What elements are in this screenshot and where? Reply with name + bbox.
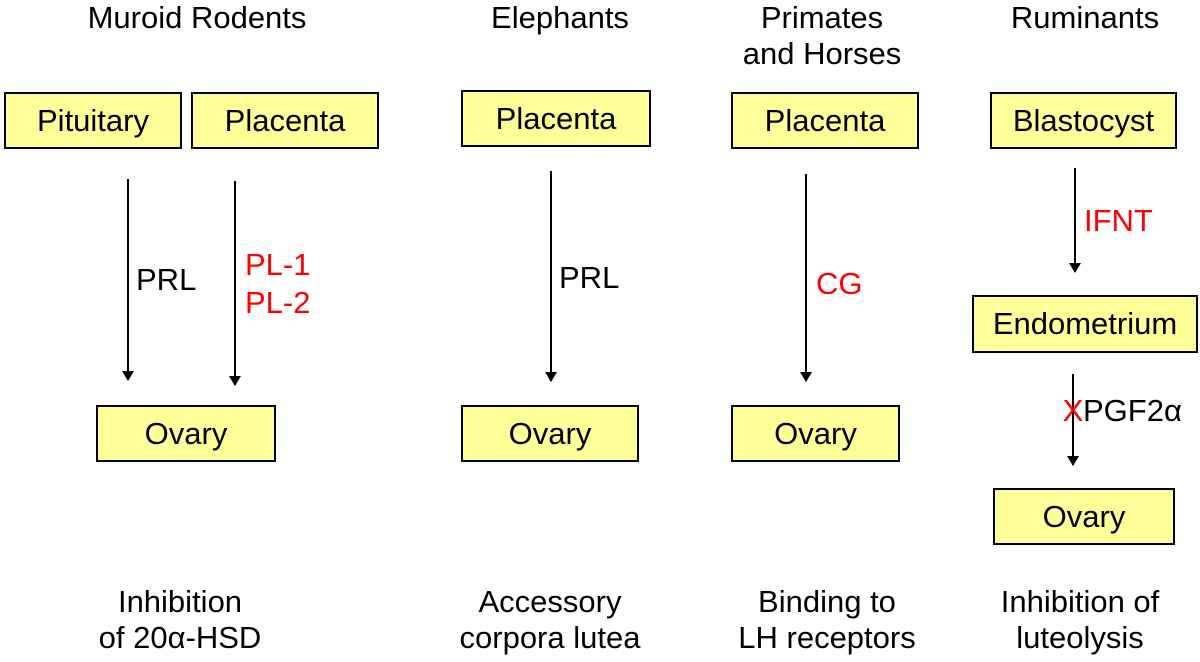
- outcome-primates-line1: Binding to: [758, 584, 896, 619]
- outcome-elephants-line2: corpora lutea: [459, 620, 641, 655]
- title-muroid-rodents: Muroid Rodents: [87, 0, 307, 35]
- placenta-box-rodents: Placenta: [191, 92, 379, 149]
- outcome-rodents-line2: of 20α-HSD: [98, 620, 262, 655]
- label-ifnt: IFNT: [1084, 203, 1153, 238]
- ovary-box-elephants: Ovary: [461, 405, 639, 462]
- blastocyst-box: Blastocyst: [990, 92, 1177, 149]
- placenta-box-elephants: Placenta: [461, 90, 651, 147]
- label-pl-1: PL-1: [245, 247, 311, 282]
- outcome-primates-line2: LH receptors: [738, 620, 916, 655]
- label-pl-2: PL-2: [245, 285, 311, 320]
- label-cg: CG: [816, 266, 863, 301]
- title-primates: Primates: [760, 0, 884, 35]
- label-prl-rodents: PRL: [136, 262, 197, 297]
- title-elephants: Elephants: [491, 0, 629, 35]
- outcome-ruminants-line1: Inhibition of: [1000, 584, 1160, 619]
- title-ruminants: Ruminants: [1010, 0, 1160, 35]
- ovary-box-primates: Ovary: [731, 405, 900, 462]
- block-x-mark: X: [1062, 393, 1084, 428]
- outcome-elephants-line1: Accessory: [478, 584, 622, 619]
- title-and-horses: and Horses: [742, 36, 902, 71]
- endometrium-box: Endometrium: [972, 295, 1198, 353]
- label-pgf2a: PGF2α: [1083, 393, 1182, 428]
- placenta-box-primates: Placenta: [731, 92, 919, 149]
- outcome-rodents-line1: Inhibition: [117, 584, 243, 619]
- pituitary-box: Pituitary: [4, 92, 182, 149]
- ovary-box-rodents: Ovary: [96, 405, 276, 462]
- ovary-box-ruminants: Ovary: [993, 488, 1175, 545]
- label-prl-elephants: PRL: [559, 260, 620, 295]
- outcome-ruminants-line2: luteolysis: [1016, 620, 1144, 655]
